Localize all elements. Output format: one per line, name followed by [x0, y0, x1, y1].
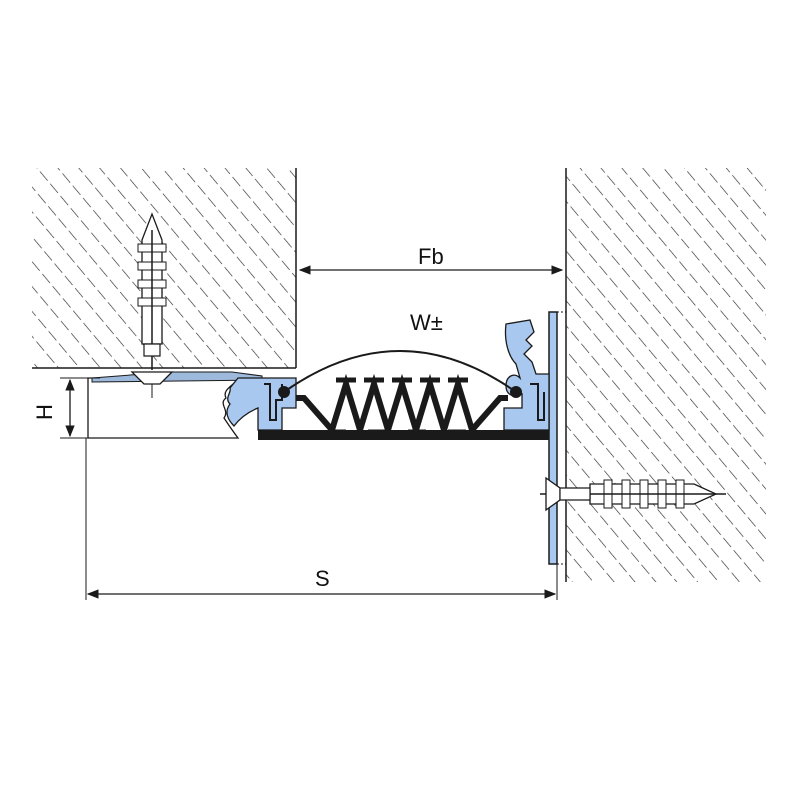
right-pivot-dot [510, 386, 522, 398]
rubber-insert [296, 373, 508, 441]
left-aluminium-profile [226, 377, 297, 431]
h-dimension [60, 377, 100, 439]
right-wall [565, 168, 766, 582]
right-aluminium-profile [503, 319, 550, 431]
right-anchor-dowel [540, 476, 726, 512]
left-floor-slab [87, 377, 242, 439]
left-anchor-dowel [130, 212, 174, 398]
movement-arc [278, 350, 522, 398]
s-dimension [85, 438, 558, 600]
h-label: H [32, 404, 57, 420]
right-mounting-plate [548, 311, 567, 565]
fb-label: Fb [418, 244, 444, 269]
w-label: W± [410, 310, 443, 335]
left-pivot-dot [278, 386, 290, 398]
base-channel [258, 430, 549, 440]
s-label: S [315, 566, 330, 591]
